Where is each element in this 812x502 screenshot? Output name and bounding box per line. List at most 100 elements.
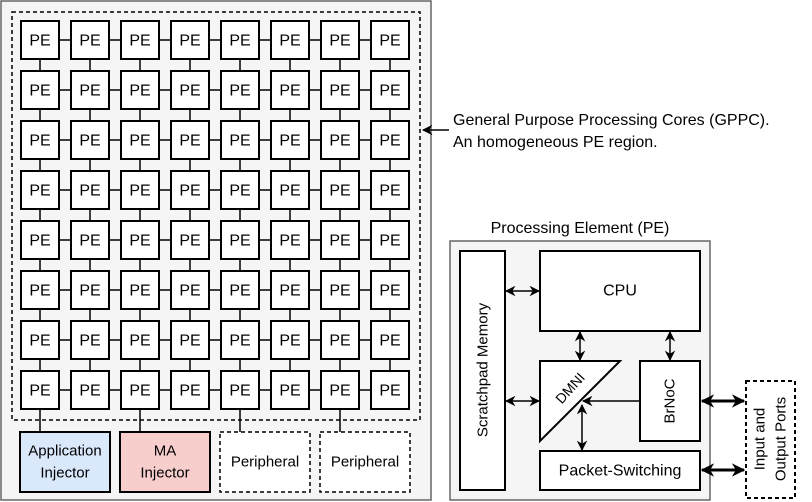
pe-box — [370, 320, 410, 360]
pe-node: PE — [220, 70, 260, 110]
pe-label: PE — [229, 133, 250, 150]
pe-box — [220, 70, 260, 110]
pe-label: PE — [29, 383, 50, 400]
pe-box — [170, 20, 210, 60]
pe-box — [70, 370, 110, 410]
application-injector-label-1: Application — [28, 443, 101, 460]
pe-node: PE — [170, 20, 210, 60]
pe-label: PE — [29, 183, 50, 200]
gppc-description-line-2: An homogeneous PE region. — [453, 134, 658, 151]
io-ports-label-2: Output Ports — [773, 397, 790, 481]
pe-node: PE — [270, 120, 310, 160]
pe-node: PE — [370, 120, 410, 160]
pe-node: PE — [370, 320, 410, 360]
pe-node: PE — [20, 320, 60, 360]
pe-node: PE — [370, 220, 410, 260]
pe-box — [120, 320, 160, 360]
pe-label: PE — [229, 33, 250, 50]
pe-node: PE — [220, 270, 260, 310]
pe-box — [70, 120, 110, 160]
pe-label: PE — [379, 83, 400, 100]
pe-box — [270, 220, 310, 260]
pe-box — [270, 320, 310, 360]
pe-node: PE — [270, 220, 310, 260]
pe-node: PE — [320, 120, 360, 160]
pe-box — [320, 220, 360, 260]
pe-node: PE — [270, 20, 310, 60]
pe-node: PE — [320, 320, 360, 360]
pe-box — [70, 270, 110, 310]
application-injector-box — [19, 431, 111, 493]
pe-node: PE — [370, 270, 410, 310]
pe-node: PE — [220, 370, 260, 410]
pe-node: PE — [370, 370, 410, 410]
pe-box — [370, 170, 410, 210]
ma-injector: MA Injector — [119, 431, 211, 493]
pe-node: PE — [320, 170, 360, 210]
pe-label: PE — [279, 83, 300, 100]
pe-box — [220, 120, 260, 160]
pe-label: PE — [279, 233, 300, 250]
pe-label: PE — [379, 233, 400, 250]
pe-label: PE — [279, 333, 300, 350]
pe-label: PE — [179, 183, 200, 200]
pe-label: PE — [279, 383, 300, 400]
pe-box — [170, 170, 210, 210]
pe-box — [320, 370, 360, 410]
pe-node: PE — [370, 170, 410, 210]
pe-box — [320, 320, 360, 360]
manycore-panel — [0, 0, 432, 501]
pe-node: PE — [270, 370, 310, 410]
pe-label: PE — [29, 83, 50, 100]
pe-box — [120, 270, 160, 310]
pe-label: PE — [29, 333, 50, 350]
pe-node: PE — [70, 120, 110, 160]
pe-label: PE — [229, 283, 250, 300]
pe-box — [120, 70, 160, 110]
pe-box — [170, 220, 210, 260]
pe-label: PE — [379, 383, 400, 400]
pe-label: PE — [179, 33, 200, 50]
application-injector: Application Injector — [19, 431, 111, 493]
pe-label: PE — [279, 283, 300, 300]
pe-label: PE — [279, 33, 300, 50]
pe-box — [70, 20, 110, 60]
pe-box — [270, 270, 310, 310]
pe-label: PE — [229, 83, 250, 100]
pe-label: PE — [329, 333, 350, 350]
pe-node: PE — [170, 170, 210, 210]
pe-node: PE — [270, 320, 310, 360]
pe-label: PE — [179, 383, 200, 400]
pe-label: PE — [179, 283, 200, 300]
pe-label: PE — [179, 83, 200, 100]
pe-box — [320, 20, 360, 60]
pe-label: PE — [79, 83, 100, 100]
ma-injector-label-1: MA — [154, 443, 177, 460]
pe-box — [270, 70, 310, 110]
pe-node: PE — [70, 270, 110, 310]
peripheral-2-label: Peripheral — [331, 454, 399, 471]
pe-box — [70, 170, 110, 210]
pe-node: PE — [270, 270, 310, 310]
pe-box — [220, 270, 260, 310]
pe-label: PE — [179, 233, 200, 250]
scratchpad-memory-box — [459, 250, 506, 491]
pe-node: PE — [170, 370, 210, 410]
pe-box — [270, 370, 310, 410]
peripheral-1-box — [219, 431, 311, 493]
pe-node: PE — [170, 120, 210, 160]
pe-label: PE — [329, 83, 350, 100]
pe-label: PE — [329, 33, 350, 50]
pe-box — [20, 220, 60, 260]
pe-label: PE — [179, 133, 200, 150]
pe-label: PE — [79, 383, 100, 400]
brnoc-box — [639, 360, 701, 442]
pe-box — [270, 120, 310, 160]
pe-node: PE — [220, 20, 260, 60]
pe-label: PE — [79, 133, 100, 150]
pe-box — [170, 70, 210, 110]
pe-label: PE — [29, 33, 50, 50]
pe-label: PE — [79, 233, 100, 250]
io-ports-label-1: Input and — [752, 408, 769, 471]
